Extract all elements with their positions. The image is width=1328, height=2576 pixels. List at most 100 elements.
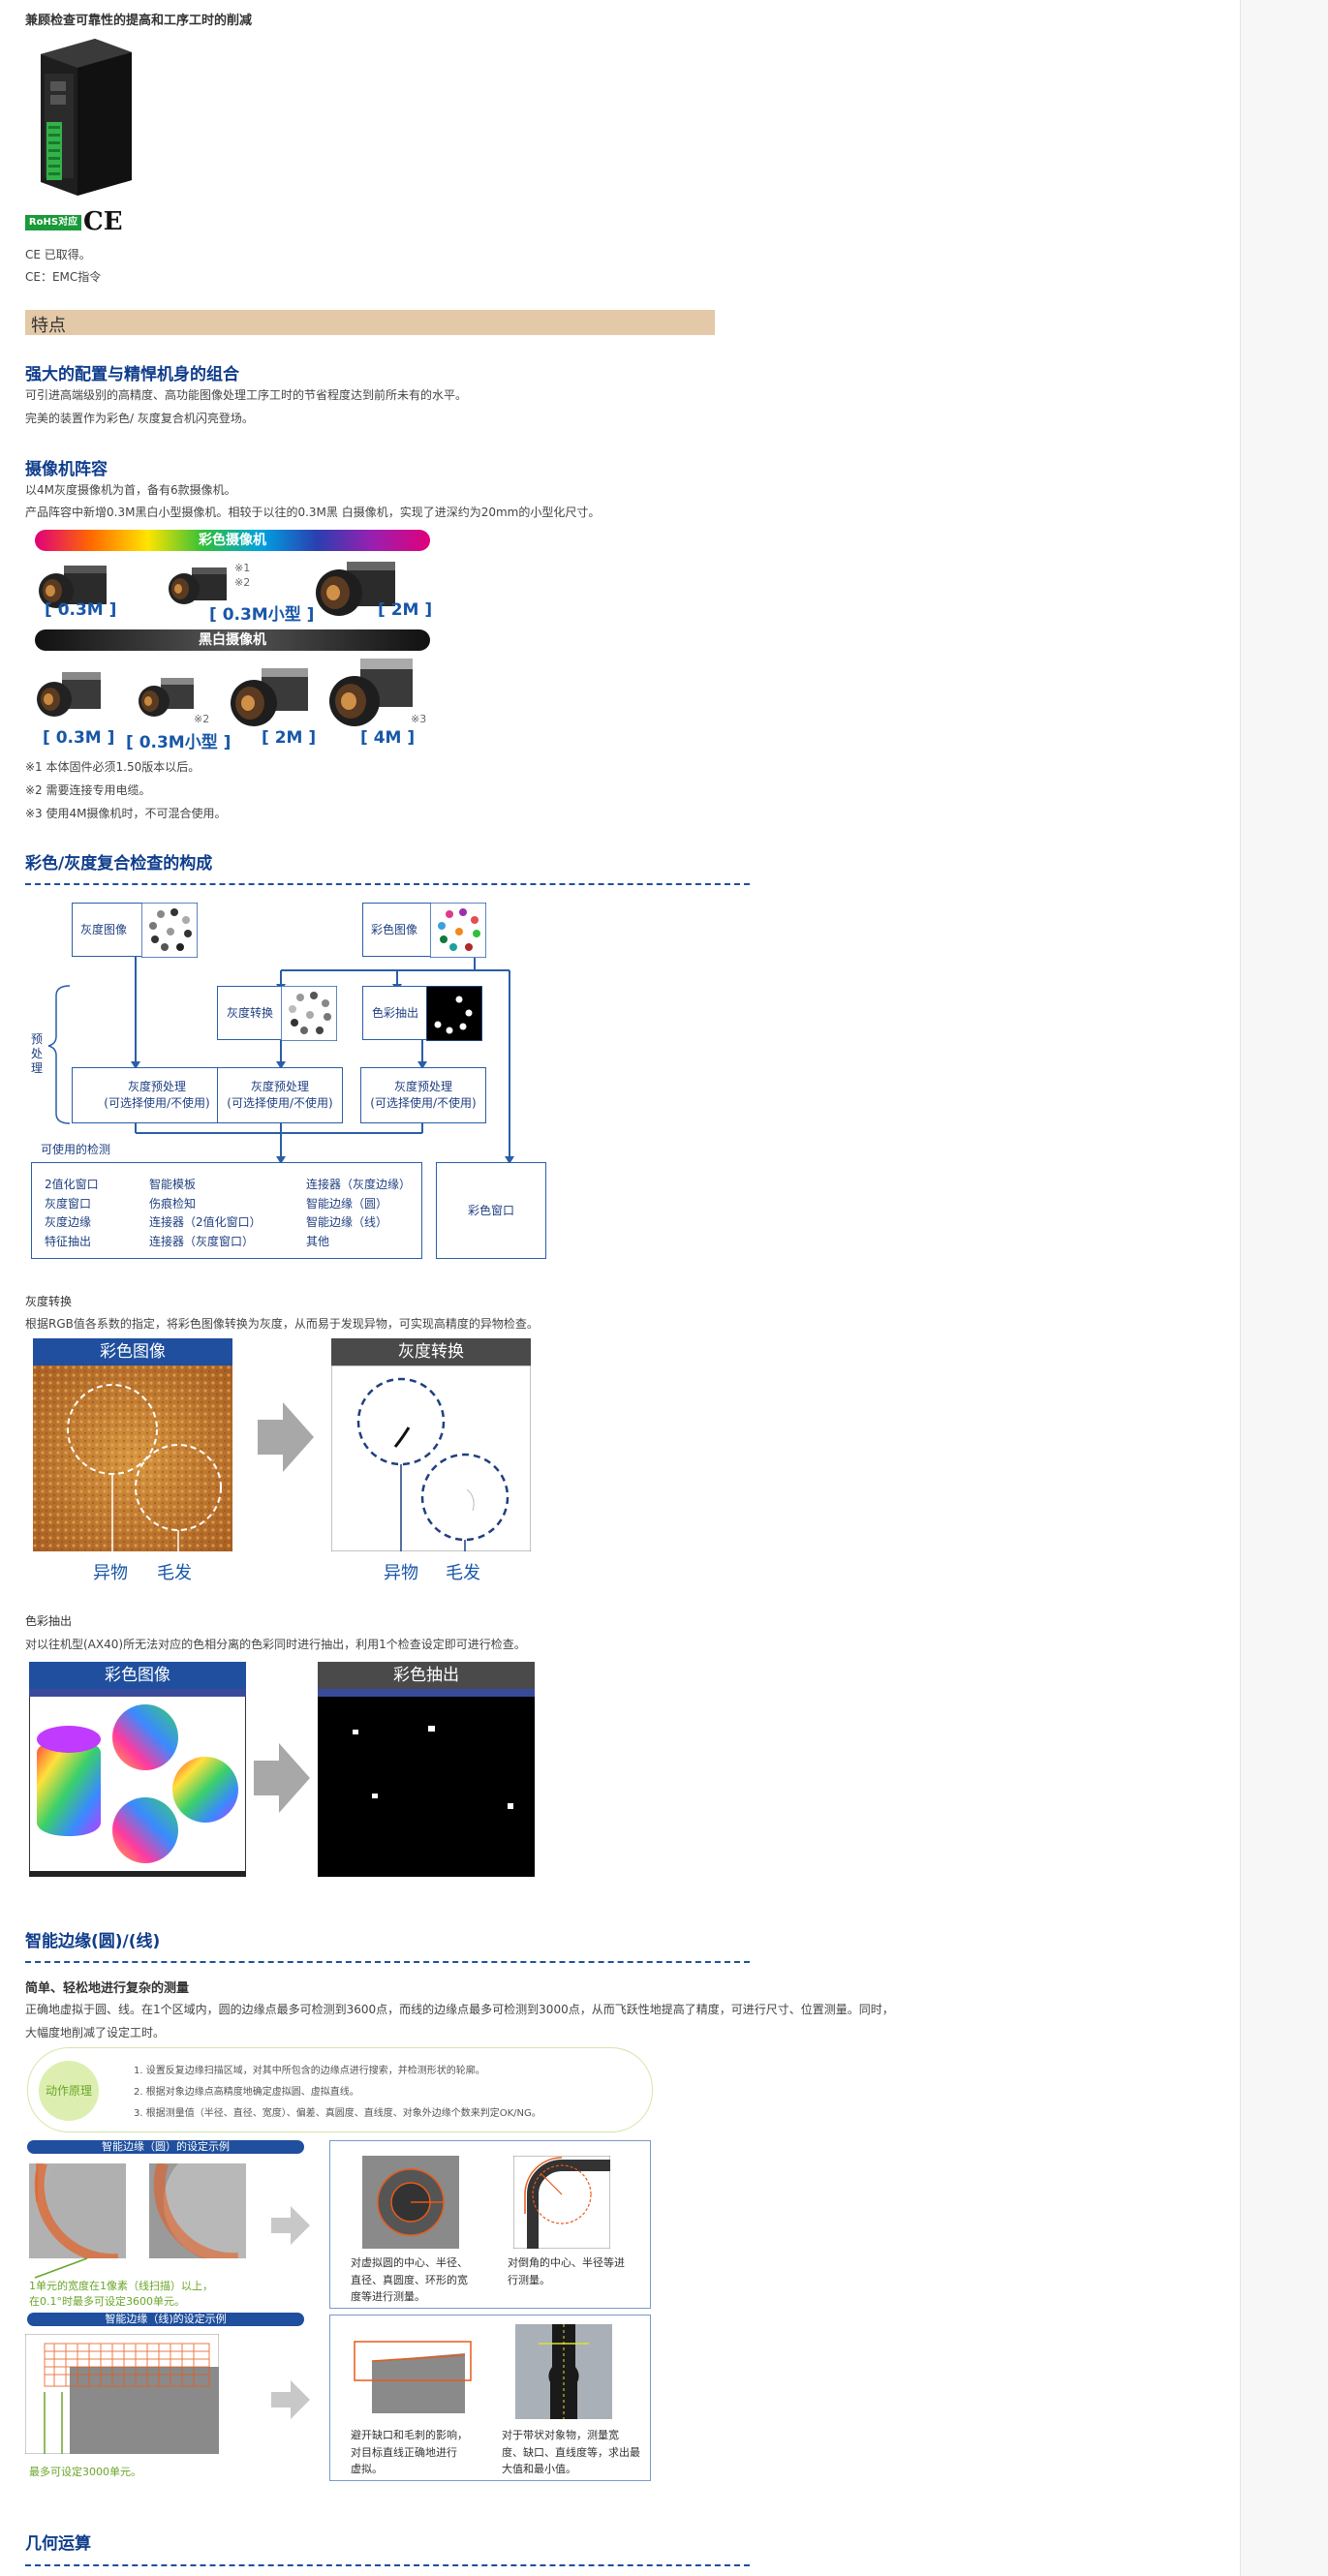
- circle-edge-example-a: [29, 2163, 126, 2258]
- flow-box-color-window: 彩色窗口: [436, 1162, 546, 1259]
- flow-box-gray-convert: 灰度转换: [217, 986, 283, 1040]
- color-extract-result-image: [318, 1689, 535, 1877]
- circle-note-pointer: [34, 2257, 88, 2279]
- arrow-right-icon-4: [271, 2380, 310, 2419]
- extract-panel-left-title: 彩色图像: [29, 1662, 246, 1689]
- mono-camera-bar: 黑白摄像机: [35, 629, 430, 651]
- corner-measure-image: [513, 2156, 610, 2249]
- color-dots-thumbnail: [430, 903, 486, 958]
- gray-panel-left-title: 彩色图像: [33, 1338, 232, 1365]
- section-title-smart-edge: 智能边缘(圆)/(线): [25, 1932, 161, 1951]
- arrow-right-icon-3: [271, 2206, 310, 2245]
- section-title-geometry: 几何运算: [25, 2534, 91, 2554]
- line-notch-image: [351, 2332, 473, 2413]
- usable-detection-label: 可使用的检测: [41, 1143, 111, 1156]
- section-title-cameras: 摄像机阵容: [25, 460, 108, 479]
- arrow-right-icon-2: [254, 1743, 310, 1813]
- mono-camera-03m-compact-icon: [139, 678, 194, 717]
- circle-note-1: 1单元的宽度在1像素（线扫描）以上，: [29, 2280, 213, 2292]
- principle-steps: 1. 设置反复边缘扫描区域，对其中所包含的边缘点进行搜索，并检测形状的轮廓。2.…: [134, 2066, 541, 2119]
- detection-list-box: [31, 1162, 422, 1259]
- preprocess-label: 预处理: [31, 1032, 44, 1075]
- color-camera-2m-icon: [316, 562, 395, 616]
- mono-label-03m: [ 0.3M ]: [43, 728, 115, 748]
- smart-edge-desc-1: 正确地虚拟于圆、线。在1个区域内，圆的边缘点最多可检测到3600点，而线的边缘点…: [25, 2003, 894, 2016]
- detection-col-3: 连接器（灰度边缘）智能边缘（圆）智能边缘（线）其他: [306, 1178, 412, 1248]
- caption-circle-a: 对虚拟圆的中心、半径、直径、真圆度、环形的宽度等进行测量。: [351, 2256, 468, 2304]
- section-config-line-1: 可引进高端级别的高精度、高功能图像处理工序工时的节省程度达到前所未有的水平。: [25, 388, 468, 402]
- gray-panel-right-title: 灰度转换: [331, 1338, 531, 1365]
- extract-panel-right-title: 彩色抽出: [318, 1662, 535, 1689]
- section-divider-smart-edge: [25, 1961, 750, 1963]
- section-config-line-2: 完美的装置作为彩色/ 灰度复合机闪亮登场。: [25, 412, 254, 425]
- camera-note-1: ※1 本体固件必须1.50版本以后。: [25, 760, 201, 774]
- color-label-03m-compact: [ 0.3M小型 ]: [209, 605, 315, 625]
- line-result-panel: [329, 2315, 651, 2481]
- flow-box-color-extract: 色彩抽出: [362, 986, 428, 1040]
- flow-box-color-image: 彩色图像: [362, 903, 440, 957]
- band-width-image: [515, 2324, 612, 2419]
- flow-box-preprocess-3: 灰度预处理(可选择使用/不使用): [360, 1067, 486, 1123]
- section-title-config: 强大的配置与精悍机身的组合: [25, 365, 239, 384]
- line-note: 最多可设定3000单元。: [29, 2466, 141, 2478]
- section-divider-composite: [25, 883, 750, 885]
- color-extract-desc: 对以往机型(AX40)所无法对应的色相分离的色彩同时进行抽出，利用1个检查设定即…: [25, 1638, 526, 1651]
- controller-product-image: [41, 39, 132, 196]
- color-extract-thumbnail: [426, 986, 482, 1041]
- features-heading-bar: 特点: [25, 310, 715, 336]
- mono-camera-4m-icon: [329, 659, 413, 726]
- cert-line-2: CE：EMC指令: [25, 270, 102, 284]
- flow-box-gray-image: 灰度图像: [72, 903, 149, 957]
- cameras-line-2: 产品阵容中新增0.3M黑白小型摄像机。相较于以往的0.3M黑 白摄像机，实现了进…: [25, 506, 601, 519]
- mono-label-4m: [ 4M ]: [360, 728, 416, 748]
- section-title-gray-convert: 灰度转换: [25, 1295, 73, 1308]
- cameras-line-1: 以4M灰度摄像机为首，备有6款摄像机。: [25, 483, 236, 497]
- gray-dots-thumbnail: [141, 903, 198, 958]
- mono-label-2m: [ 2M ]: [262, 728, 317, 748]
- label-foreign-matter-left: 异物: [93, 1563, 128, 1583]
- mono-camera-2m-icon: [231, 668, 308, 726]
- flow-box-preprocess-1: 灰度预处理(可选择使用/不使用): [72, 1067, 242, 1123]
- color-camera-bar: 彩色摄像机: [35, 530, 430, 551]
- flow-box-preprocess-2: 灰度预处理(可选择使用/不使用): [217, 1067, 343, 1123]
- circle-result-panel: [329, 2140, 651, 2309]
- line-edge-example: [25, 2334, 219, 2454]
- camera-note-3: ※3 使用4M摄像机时，不可混合使用。: [25, 807, 227, 820]
- top-title: 兼顾检查可靠性的提高和工序工时的削减: [25, 14, 253, 28]
- mono-camera-03m-icon: [37, 672, 101, 717]
- features-heading: 特点: [31, 316, 66, 336]
- mono-label-03m-compact: [ 0.3M小型 ]: [126, 733, 232, 752]
- section-divider-geometry: [25, 2564, 750, 2566]
- label-foreign-matter-right: 异物: [384, 1563, 418, 1583]
- right-sidebar: [1240, 0, 1328, 2576]
- note-mark-1: ※1: [234, 562, 251, 574]
- principle-capsule: [27, 2047, 653, 2132]
- color-label-2m: [ 2M ]: [378, 600, 433, 620]
- circle-edge-example-b: [149, 2163, 246, 2258]
- section-title-color-extract: 色彩抽出: [25, 1614, 73, 1628]
- camera-note-2: ※2 需要连接专用电缆。: [25, 783, 151, 797]
- detection-col-2: 智能模板伤痕检知连接器（2值化窗口）连接器（灰度窗口）: [149, 1178, 262, 1248]
- gray-convert-thumbnail: [281, 986, 337, 1041]
- circle-note-2: 在0.1°时最多可设定3600单元。: [29, 2295, 185, 2308]
- arrow-right-icon: [258, 1402, 314, 1472]
- smart-edge-desc-2: 大幅度地削减了设定工时。: [25, 2026, 166, 2039]
- circle-measure-image: [362, 2156, 459, 2249]
- color-camera-03m-compact-icon: [169, 567, 227, 604]
- foreign-matter-color-image: [33, 1365, 232, 1551]
- color-camera-03m-icon: [39, 566, 107, 608]
- rohs-badge: RoHS对应: [25, 215, 81, 230]
- label-hair-left: 毛发: [157, 1563, 192, 1583]
- label-hair-right: 毛发: [446, 1563, 480, 1583]
- color-label-03m: [ 0.3M ]: [45, 600, 117, 620]
- foreign-matter-gray-image: [331, 1365, 531, 1551]
- principle-badge: 动作原理: [39, 2061, 99, 2121]
- caption-circle-b: 对倒角的中心、半径等进行测量。: [508, 2256, 625, 2286]
- note-mark-2b: ※2: [194, 713, 210, 725]
- smart-edge-subtitle: 简单、轻松地进行复杂的测量: [25, 1981, 190, 1996]
- ce-mark-icon: CE: [83, 207, 123, 236]
- line-example-title: 智能边缘（线)的设定示例: [27, 2313, 304, 2326]
- note-mark-2: ※2: [234, 576, 251, 589]
- caption-line-a: 避开缺口和毛刺的影响，对目标直线正确地进行虚拟。: [351, 2429, 468, 2476]
- circle-example-title: 智能边缘（圆）的设定示例: [27, 2140, 304, 2154]
